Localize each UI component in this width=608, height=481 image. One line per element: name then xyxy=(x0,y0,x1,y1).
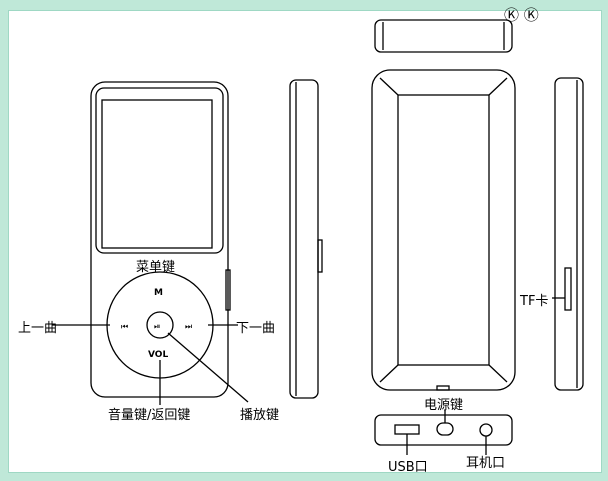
next-glyph: ⏭ xyxy=(185,322,192,331)
headphone-port-label: 耳机口 xyxy=(466,456,506,471)
front-bezel xyxy=(95,87,224,254)
usb-port-label: USB口 xyxy=(388,460,428,475)
usb-port-shape xyxy=(394,424,420,435)
next-track-label: 下一曲 xyxy=(236,321,276,336)
vol-button-glyph: VOL xyxy=(148,350,169,360)
play-key-label: 播放键 xyxy=(240,408,280,423)
play-pause-glyph: ⏯ xyxy=(154,322,160,331)
prev-glyph: ⏮ xyxy=(121,322,128,331)
side-left-button xyxy=(317,239,323,273)
volume-back-key-label: 音量键/返回键 xyxy=(108,408,191,423)
side-view-left xyxy=(289,79,319,399)
menu-key-label: 菜单键 xyxy=(136,260,176,275)
bottom-view xyxy=(374,414,513,446)
menu-button-glyph: M xyxy=(154,288,163,298)
prev-track-label: 上一曲 xyxy=(18,321,58,336)
power-key-label: 电源键 xyxy=(424,398,464,413)
side-view-right xyxy=(554,77,584,391)
power-switch-shape xyxy=(436,422,454,436)
watermark-logo: Ⓚ Ⓚ xyxy=(504,6,539,24)
play-button-circle xyxy=(146,311,174,339)
back-power-notch xyxy=(436,385,450,391)
front-side-notch xyxy=(225,269,231,311)
tf-card-slot xyxy=(564,267,572,311)
back-body xyxy=(371,69,516,391)
headphone-jack-shape xyxy=(479,423,493,437)
tf-card-label: TF卡 xyxy=(520,294,549,309)
front-screen xyxy=(101,99,213,249)
diagram-frame xyxy=(8,10,602,473)
top-view xyxy=(374,19,513,53)
back-panel xyxy=(397,94,490,366)
